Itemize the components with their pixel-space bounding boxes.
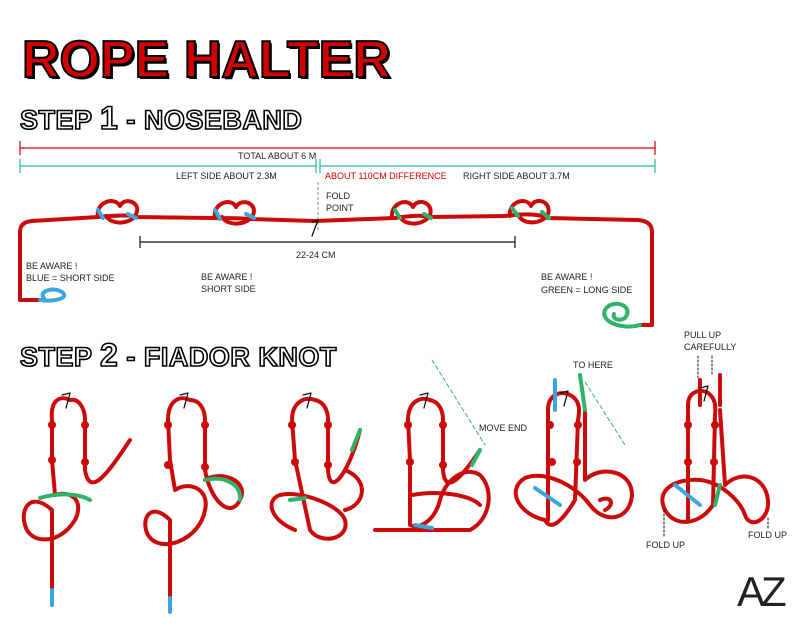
label-aware-green-1: BE AWARE ! [541, 272, 593, 282]
label-right-side: RIGHT SIDE ABOUT 3.7M [463, 171, 570, 181]
fiador-step-2 [143, 392, 244, 614]
step-2-heading: STEP 2 - FIADOR KNOT [19, 337, 338, 373]
step-2-prefix: STEP [19, 341, 93, 373]
step-1-prefix: STEP [19, 104, 93, 136]
label-difference: ABOUT 110CM DIFFERENCE [325, 171, 447, 181]
step-2-number: 2 [99, 337, 119, 373]
label-point: POINT [326, 203, 354, 213]
label-carefully: CAREFULLY [684, 342, 737, 352]
measurement-spacing [139, 236, 516, 248]
measurement-sides [19, 159, 656, 173]
fiador-step-5 [513, 373, 634, 527]
step-1-number: 1 [99, 100, 119, 136]
step-1-suffix: - NOSEBAND [126, 104, 303, 136]
label-spacing: 22-24 CM [296, 250, 336, 260]
label-pull-up: PULL UP [684, 330, 722, 340]
label-aware-green-2: GREEN = LONG SIDE [541, 285, 633, 295]
label-to-here: TO HERE [573, 360, 613, 370]
label-aware-blue-2: BLUE = SHORT SIDE [26, 273, 115, 283]
label-fold: FOLD [326, 191, 351, 201]
fiador-step-4 [373, 359, 491, 532]
noseband-rope [18, 198, 654, 329]
artist-signature: AZ [737, 568, 787, 615]
step-2-suffix: - FIADOR KNOT [126, 341, 338, 373]
label-fold-up-left: FOLD UP [646, 540, 686, 550]
label-move-end: MOVE END [479, 423, 528, 433]
page-title: ROPE HALTER [21, 31, 392, 89]
label-fold-up-right: FOLD UP [748, 530, 788, 540]
label-left-side: LEFT SIDE ABOUT 2.3M [176, 171, 277, 181]
fiador-step-6 [660, 355, 771, 539]
fiador-step-1 [21, 392, 132, 607]
label-aware-short-1: BE AWARE ! [201, 272, 253, 282]
fiador-step-3 [269, 392, 364, 541]
measurement-total [19, 141, 656, 155]
label-total: TOTAL ABOUT 6 M [238, 151, 317, 161]
label-aware-short-2: SHORT SIDE [201, 284, 256, 294]
step-1-heading: STEP 1 - NOSEBAND [19, 100, 303, 136]
label-aware-blue-1: BE AWARE ! [26, 261, 78, 271]
